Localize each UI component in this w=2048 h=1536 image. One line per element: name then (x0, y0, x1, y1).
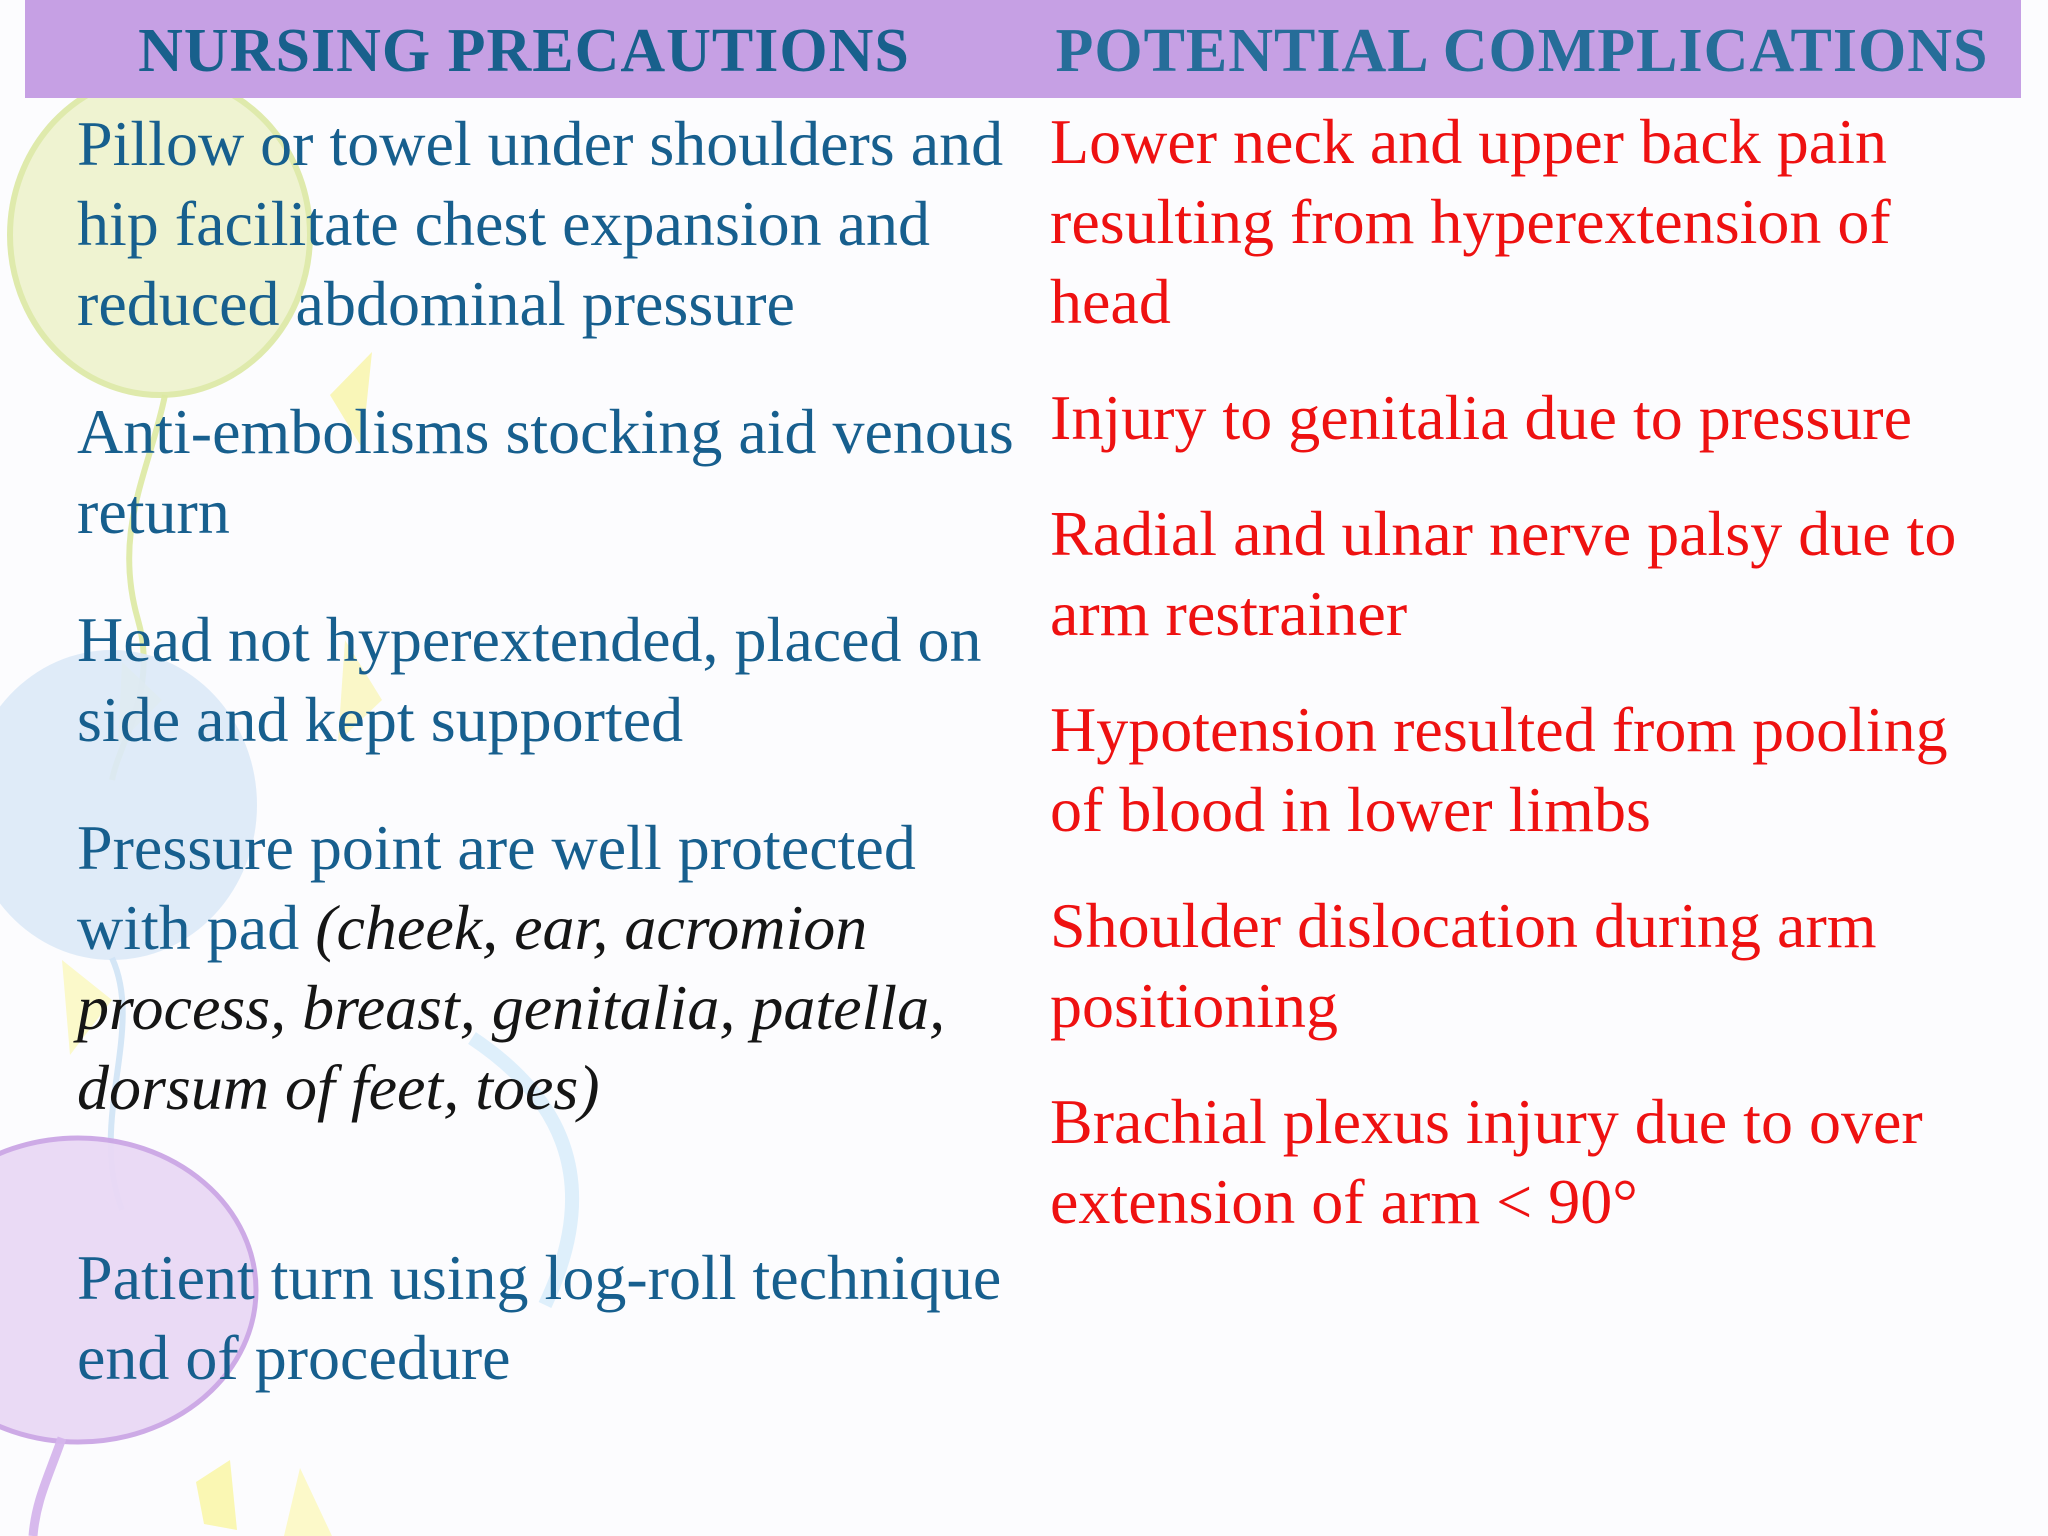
list-item-text: Patient turn using log-roll technique en… (77, 1242, 1002, 1393)
header-bar: NURSING PRECAUTIONS POTENTIAL COMPLICATI… (25, 0, 2021, 98)
list-item: Patient turn using log-roll technique en… (77, 1238, 1027, 1398)
potential-complications-column: Lower neck and upper back pain resulting… (1050, 102, 2010, 1278)
list-item: Pillow or towel under shoulders and hip … (77, 104, 1027, 344)
header-nursing-precautions: NURSING PRECAUTIONS (138, 17, 910, 85)
list-item: Pressure point are well protected with p… (77, 808, 1027, 1128)
list-item: Hypotension resulted from pooling of blo… (1050, 694, 1948, 845)
list-item: Head not hyperextended, placed on side a… (77, 600, 1027, 760)
list-item: Shoulder dislocation during arm position… (1050, 890, 1877, 1041)
list-item-text: Anti-embolisms stocking aid venous retur… (77, 396, 1014, 547)
list-item-text: Head not hyperextended, placed on side a… (77, 604, 982, 755)
list-item-text: Pillow or towel under shoulders and hip … (77, 108, 1004, 339)
list-item: Injury to genitalia due to pressure (1050, 382, 1912, 453)
header-potential-complications: POTENTIAL COMPLICATIONS (1055, 17, 1989, 85)
list-item: Lower neck and upper back pain resulting… (1050, 106, 1891, 337)
purple-balloon-string (28, 1436, 67, 1536)
nursing-precautions-column: Pillow or towel under shoulders and hip … (77, 104, 1027, 1446)
list-item-text: Pressure point are well protected with p… (77, 812, 916, 963)
yellow-kite-icon (196, 1460, 237, 1530)
list-item: Radial and ulnar nerve palsy due to arm … (1050, 498, 1957, 649)
yellow-triangle-icon (284, 1468, 332, 1536)
list-item: Anti-embolisms stocking aid venous retur… (77, 392, 1027, 552)
list-item-italic-text: (cheek, ear, acromion process, breast, g… (77, 892, 946, 1123)
list-item: Brachial plexus injury due to over exten… (1050, 1086, 1923, 1237)
